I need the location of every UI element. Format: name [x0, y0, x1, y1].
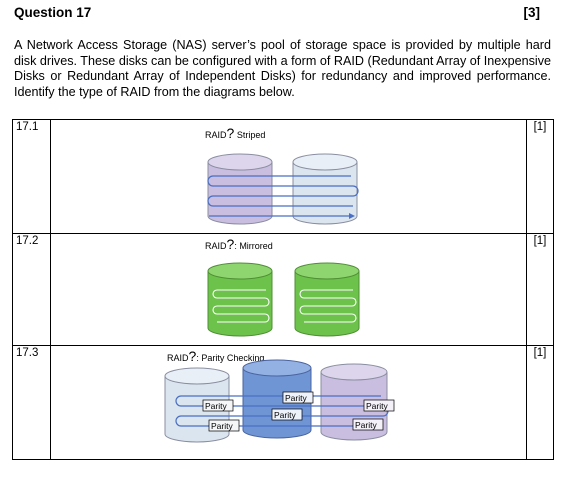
item-number: 17.1	[12, 119, 51, 234]
striped-diagram: RAID? Striped	[205, 125, 359, 225]
svg-text:Parity: Parity	[205, 401, 227, 411]
stripe-arrows	[207, 175, 359, 217]
disk-icon	[207, 262, 273, 337]
svg-text:Parity: Parity	[211, 421, 233, 431]
diagram-cell: RAID? Striped	[50, 119, 527, 234]
parity-box: Parity	[363, 399, 395, 412]
mirror-lines	[299, 289, 357, 323]
svg-text:Parity: Parity	[366, 401, 388, 411]
disk-icon	[242, 359, 312, 439]
mirror-lines	[212, 289, 270, 323]
svg-text:Parity: Parity	[285, 393, 307, 403]
question-row-17-3: 17.3 RAID?: Parity Checking	[12, 345, 554, 460]
item-marks: [1]	[526, 233, 554, 346]
item-marks: [1]	[526, 345, 554, 460]
mirrored-diagram: RAID?: Mirrored	[205, 236, 360, 337]
question-table: 17.1 RAID? Striped	[12, 119, 554, 460]
raid-label: RAID? Striped	[205, 125, 265, 141]
svg-text:Parity: Parity	[355, 420, 377, 430]
parity-box: Parity	[352, 418, 384, 431]
parity-box: Parity	[271, 408, 303, 421]
parity-box: Parity	[282, 391, 314, 404]
diagram-cell: RAID?: Parity Checking	[50, 345, 527, 460]
parity-box: Parity	[202, 399, 234, 412]
item-marks: [1]	[526, 119, 554, 234]
raid-label: RAID?: Mirrored	[205, 236, 273, 252]
arrow-head-icon	[349, 213, 355, 219]
question-row-17-2: 17.2 RAID?: Mirrored	[12, 233, 554, 346]
parity-box: Parity	[208, 419, 240, 432]
disk-icon	[292, 153, 358, 225]
question-row-17-1: 17.1 RAID? Striped	[12, 119, 554, 234]
disk-icon	[294, 262, 360, 337]
question-intro: A Network Access Storage (NAS) server’s …	[14, 38, 551, 99]
parity-diagram: RAID?: Parity Checking	[164, 348, 395, 443]
svg-text:Parity: Parity	[274, 410, 296, 420]
diagram-cell: RAID?: Mirrored	[50, 233, 527, 346]
item-number: 17.2	[12, 233, 51, 346]
question-marks: [3]	[523, 5, 541, 20]
item-number: 17.3	[12, 345, 51, 460]
disk-icon	[207, 153, 273, 225]
raid-label: RAID?: Parity Checking	[167, 348, 264, 364]
question-title: Question 17	[14, 5, 92, 20]
